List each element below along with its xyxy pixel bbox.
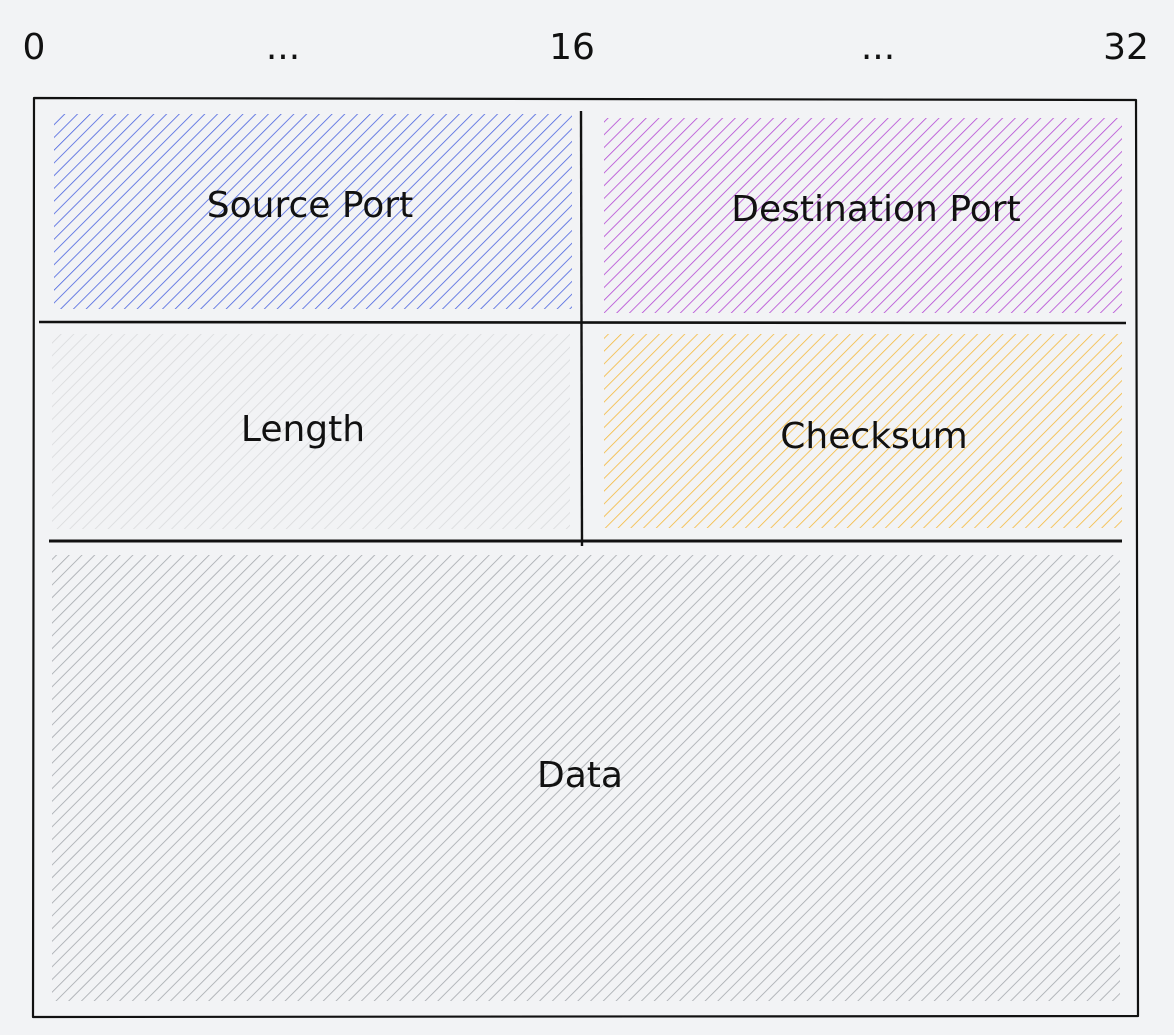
checksum-fill — [604, 334, 1122, 528]
column-divider — [579, 110, 584, 547]
source-port-fill — [54, 114, 572, 309]
ruler-label-ellipsis-left: ... — [265, 27, 301, 68]
outer-frame — [31, 96, 1140, 1019]
ruler-label-32: 32 — [1103, 27, 1149, 68]
length-fill — [52, 334, 570, 529]
ruler-label-16: 16 — [549, 27, 595, 68]
checksum-label: Checksum — [780, 416, 967, 457]
destination-port-label: Destination Port — [731, 189, 1020, 230]
ruler-label-ellipsis-right: ... — [860, 27, 896, 68]
destination-port-fill — [604, 118, 1122, 313]
source-port-label: Source Port — [207, 185, 413, 226]
data-label: Data — [537, 755, 623, 796]
ruler-label-0: 0 — [22, 27, 46, 68]
data-fill — [52, 555, 1120, 1001]
length-label: Length — [241, 409, 365, 450]
